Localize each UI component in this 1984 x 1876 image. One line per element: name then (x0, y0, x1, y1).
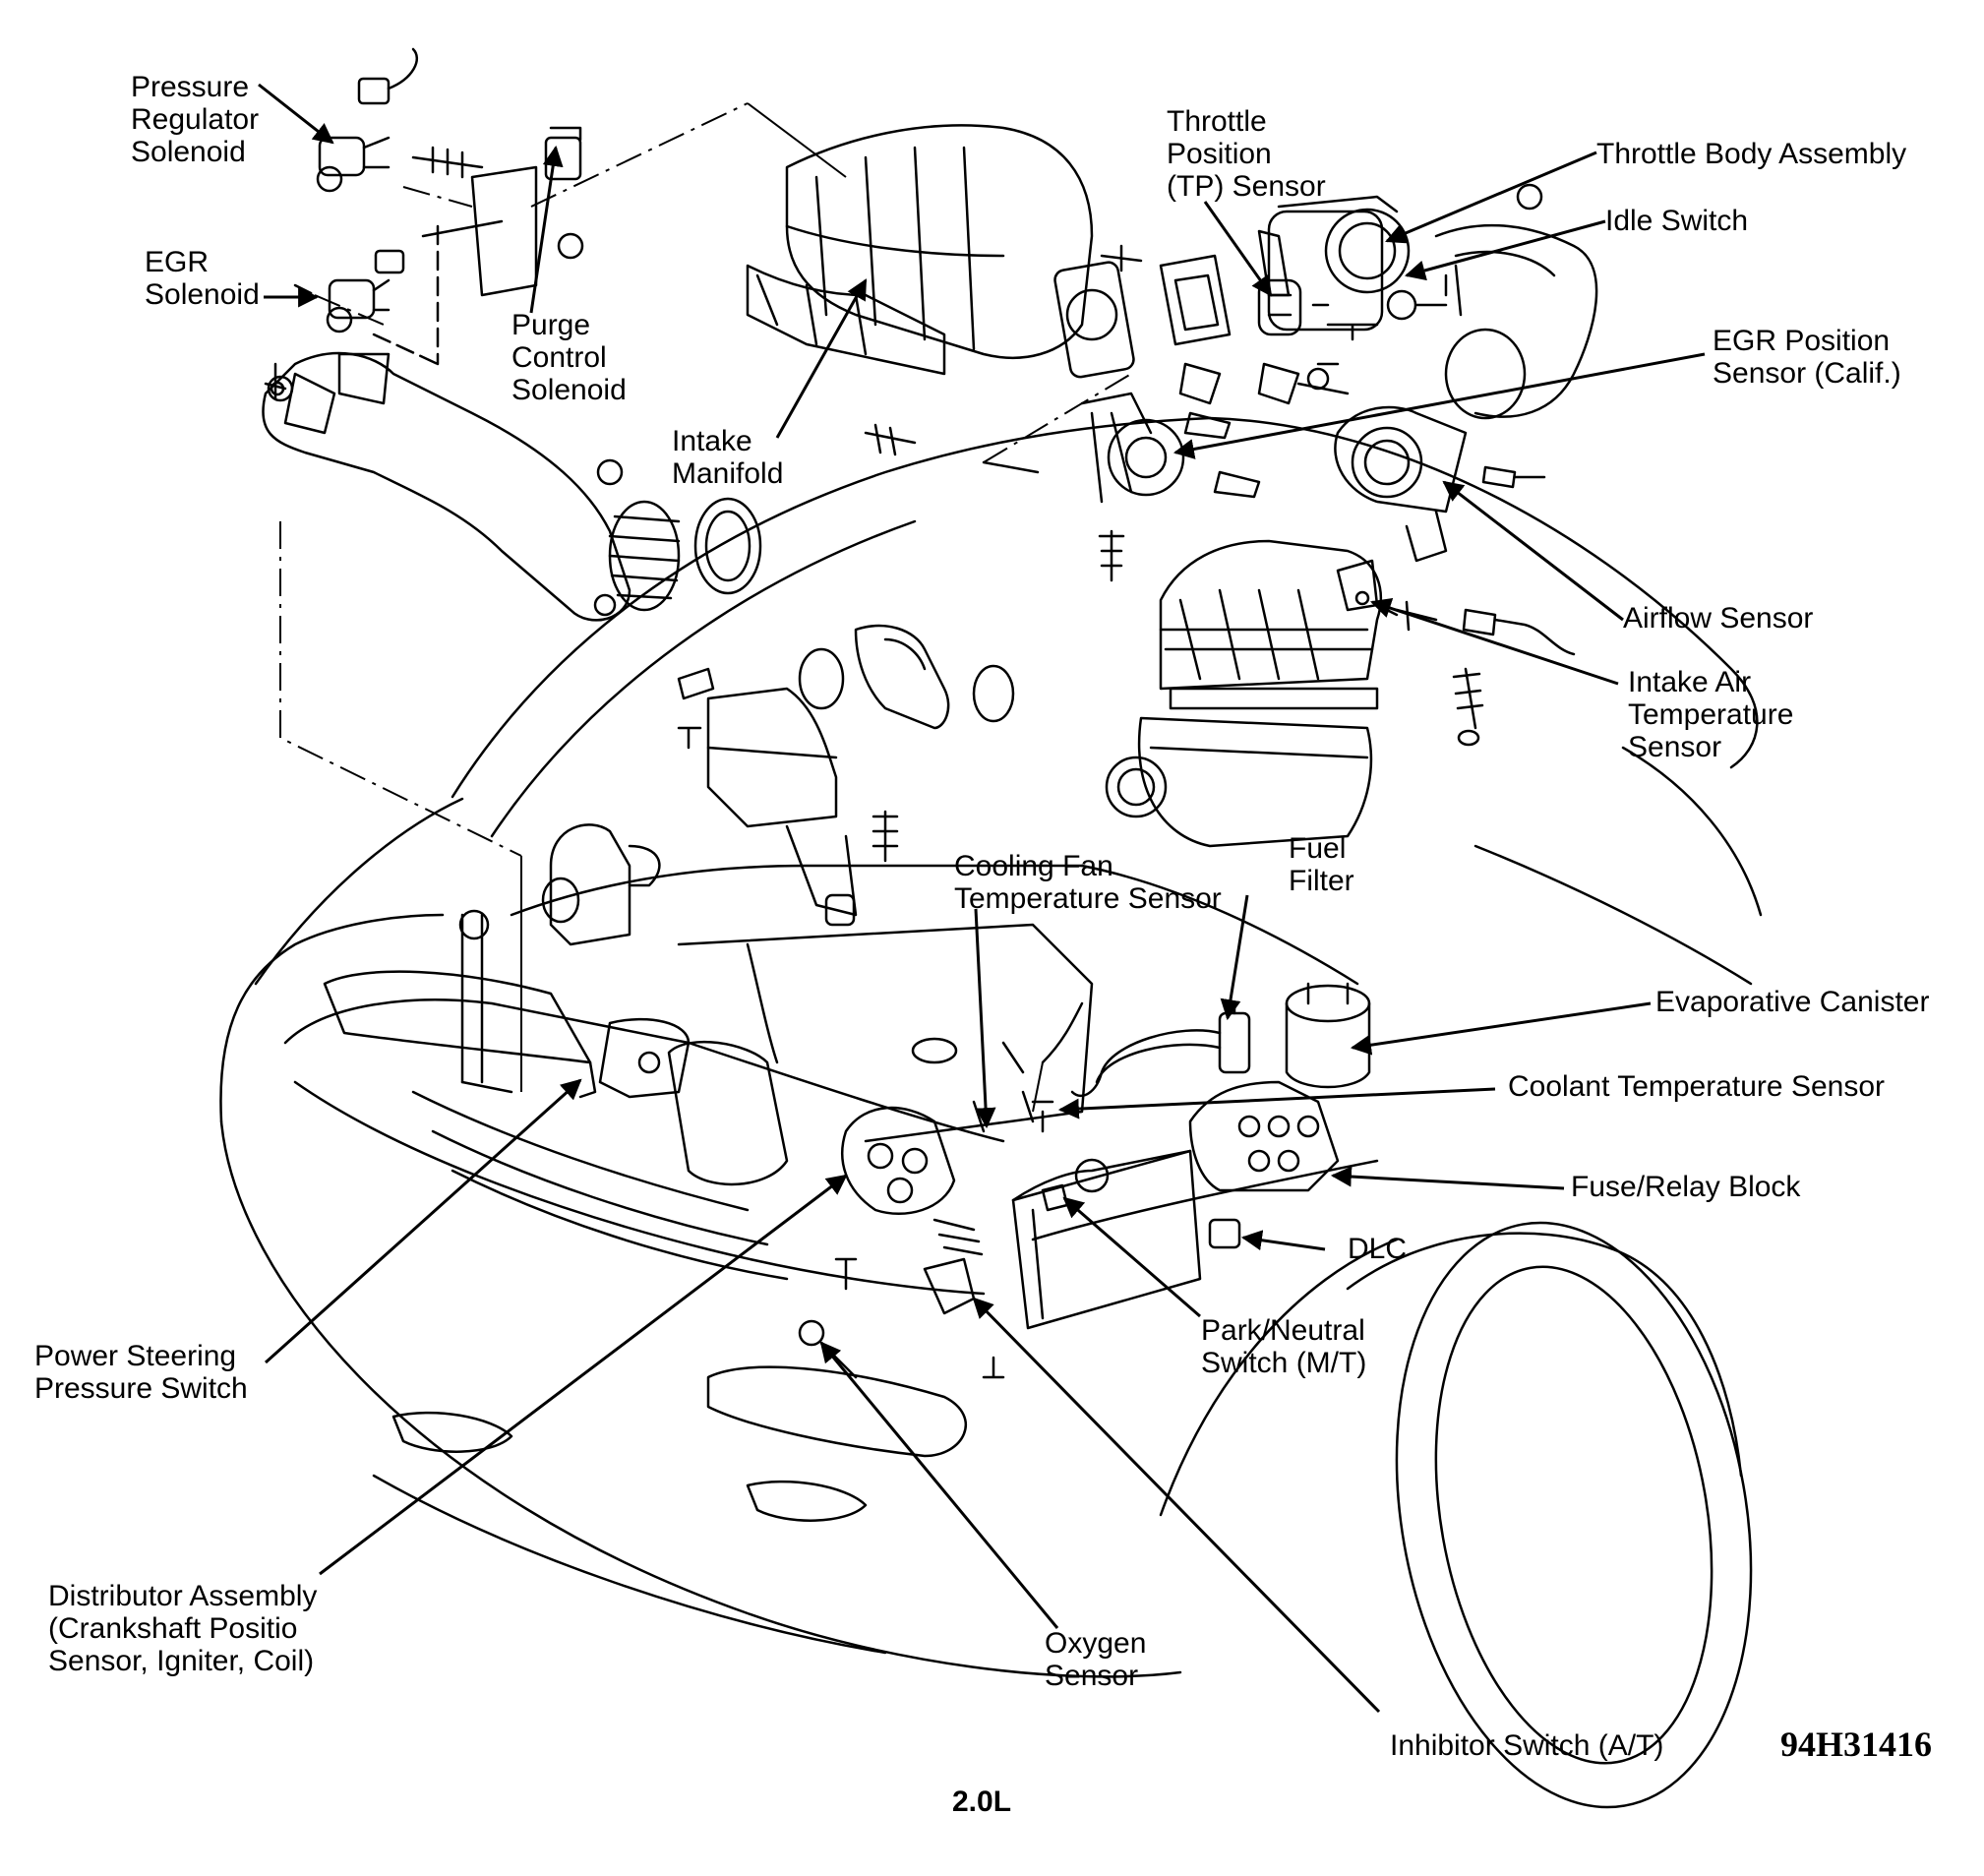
egr-position-sensor-part (1080, 362, 1350, 504)
label-throttle-body-assembly: Throttle Body Assembly (1596, 138, 1907, 170)
label-distributor-assembly: Distributor Assembly (Crankshaft Positio… (48, 1580, 318, 1677)
label-tp-sensor: Throttle Position (TP) Sensor (1167, 105, 1326, 203)
label-fuel-filter: Fuel Filter (1289, 832, 1354, 897)
airflow-sensor-part (1334, 405, 1546, 563)
label-cooling-fan-temperature-sensor: Cooling Fan Temperature Sensor (954, 850, 1222, 915)
label-oxygen-sensor: Oxygen Sensor (1045, 1627, 1147, 1692)
egr-solenoid-part (326, 249, 405, 333)
intake-tube-part (1434, 223, 1598, 420)
distributor-part (667, 1040, 956, 1215)
figure-code: 94H31416 (1780, 1725, 1933, 1764)
label-egr-solenoid: EGR Solenoid (145, 246, 260, 311)
component-art (262, 47, 1598, 1379)
pressure-regulator-solenoid-part (316, 47, 419, 193)
intake-hose-part (608, 497, 762, 612)
label-idle-switch: Idle Switch (1605, 205, 1749, 237)
label-intake-manifold: Intake Manifold (672, 425, 784, 490)
label-airflow-sensor: Airflow Sensor (1623, 602, 1814, 635)
battery-part (1011, 1149, 1202, 1330)
purge-control-solenoid-part (470, 126, 584, 297)
fuel-filter-part (1070, 1001, 1251, 1098)
label-inhibitor-switch: Inhibitor Switch (A/T) (1390, 1729, 1664, 1762)
air-intake-duct-part (262, 351, 631, 622)
label-park-neutral-switch: Park/Neutral Switch (M/T) (1201, 1314, 1367, 1379)
tp-sensor-part (1257, 278, 1302, 336)
dlc-part (1208, 1218, 1241, 1249)
air-cleaner-part (1105, 539, 1576, 848)
fuse-relay-block-part (1188, 1080, 1340, 1192)
label-power-steering-pressure-switch: Power Steering Pressure Switch (34, 1340, 248, 1405)
label-purge-control-solenoid: Purge Control Solenoid (511, 309, 627, 406)
car-body (219, 416, 1763, 1809)
label-fuse-relay-block: Fuse/Relay Block (1571, 1171, 1801, 1203)
leader-lines (258, 83, 1706, 1714)
label-dlc: DLC (1348, 1233, 1408, 1265)
figure-caption: 2.0L (952, 1785, 1012, 1818)
label-egr-position-sensor: EGR Position Sensor (Calif.) (1713, 325, 1901, 390)
reservoir-part (677, 667, 899, 927)
label-pressure-regulator-solenoid: Pressure Regulator Solenoid (131, 71, 260, 168)
label-coolant-temperature-sensor: Coolant Temperature Sensor (1508, 1070, 1885, 1103)
evaporative-canister-part (1285, 982, 1371, 1089)
label-evaporative-canister: Evaporative Canister (1655, 986, 1930, 1018)
engine-block-part (677, 923, 1094, 1143)
throttle-body-part (1257, 183, 1543, 341)
label-intake-air-temperature-sensor: Intake Air Temperature Sensor (1628, 666, 1794, 763)
gasket-part (1159, 254, 1232, 346)
intake-manifold-part (746, 124, 1135, 474)
power-steering-part (458, 823, 691, 1099)
hoses-part (798, 624, 1015, 730)
